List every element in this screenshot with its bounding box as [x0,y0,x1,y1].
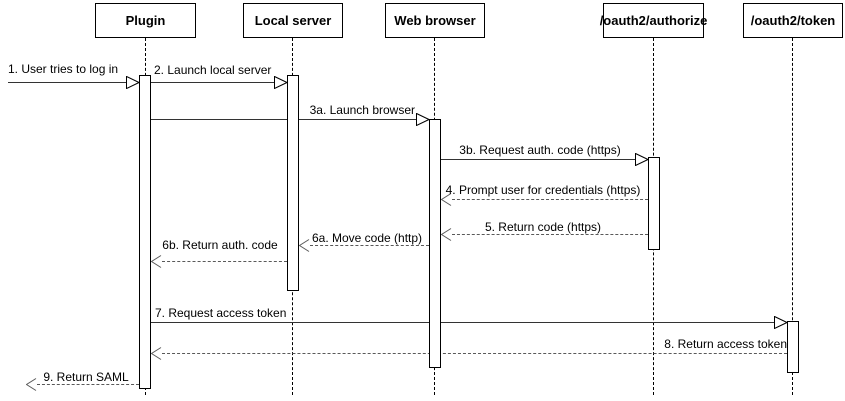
activation-oauth2-authorize [648,157,660,250]
activation-plugin [139,75,151,389]
arrowhead-triangle-icon [774,316,788,329]
message-label: 8. Return access token [664,337,787,351]
actor-plugin: Plugin [95,3,196,38]
arrowhead-triangle-icon [126,76,140,89]
arrowhead-open-icon [299,239,310,252]
message-line-solid [8,82,126,83]
arrowhead-open-icon [151,347,162,360]
actor-local-server: Local server [243,3,343,38]
activation-oauth2-token [787,321,799,373]
message-line-dashed [310,245,429,246]
actor-label: /oauth2/token [750,13,836,28]
arrowhead-open-icon [441,228,452,241]
arrowhead-triangle-icon [274,76,288,89]
arrowhead-triangle-icon [416,113,430,126]
message-label: 1. User tries to log in [8,62,119,76]
actor-oauth2-authorize: /oauth2/authorize [600,3,707,38]
message-label: 6a. Move code (http) [311,231,423,245]
actor-label: Web browser [394,13,476,28]
message-label: 5. Return code (https) [484,220,602,234]
actor-web-browser: Web browser [385,3,485,38]
arrowhead-triangle-icon [635,153,649,166]
message-line-dashed [452,234,648,235]
message-label: 7. Request access token [155,306,287,320]
message-label: 9. Return SAML [43,370,129,384]
activation-local-server [287,75,299,291]
actor-oauth2-token: /oauth2/token [743,3,843,38]
actor-label: /oauth2/authorize [599,13,708,28]
message-label: 3b. Request auth. code (https) [459,143,621,157]
message-line-solid [151,322,774,323]
message-line-dashed [37,384,139,385]
actor-label: Plugin [125,13,166,28]
arrowhead-open-icon [26,378,37,391]
message-line-dashed [452,199,648,200]
message-line-dashed [162,353,787,354]
lifeline-oauth2-token [792,38,793,395]
arrowhead-open-icon [441,193,452,206]
actor-label: Local server [254,13,332,28]
arrowhead-open-icon [151,255,162,268]
message-line-dashed [162,261,287,262]
message-label: 3a. Launch browser [309,103,415,117]
message-line-solid [441,159,635,160]
message-label: 2. Launch local server [154,63,272,77]
message-label: 4. Prompt user for credentials (https) [445,183,641,197]
message-label: 6b. Return auth. code [162,238,278,252]
message-line-solid [151,82,274,83]
message-line-solid [151,119,416,120]
activation-web-browser [429,119,441,368]
